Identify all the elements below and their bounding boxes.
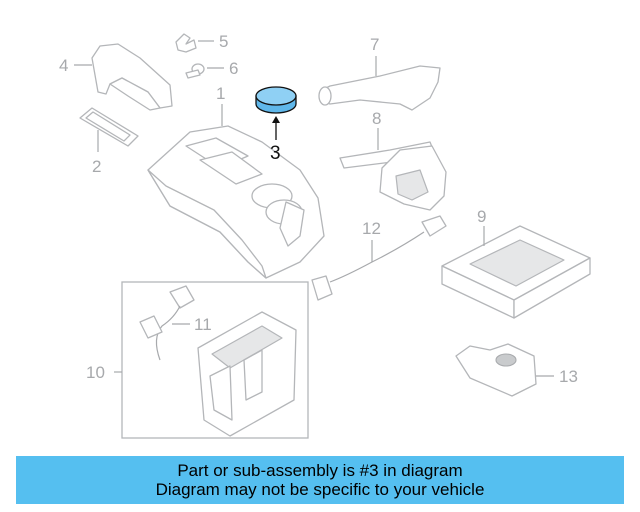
part-12-harness bbox=[311, 215, 447, 301]
caption-line-1: Part or sub-assembly is #3 in diagram bbox=[177, 461, 463, 480]
part-3-cap-highlighted bbox=[255, 86, 297, 140]
part-4-bracket bbox=[74, 43, 173, 111]
part-6-screw bbox=[185, 63, 224, 79]
callout-5: 5 bbox=[219, 32, 228, 51]
part-1-console bbox=[147, 104, 325, 279]
callout-1: 1 bbox=[216, 84, 225, 103]
part-2-pad bbox=[79, 107, 139, 152]
part-7-lever bbox=[318, 56, 441, 111]
callout-8: 8 bbox=[372, 109, 381, 128]
callout-13: 13 bbox=[559, 367, 578, 386]
caption-line-2: Diagram may not be specific to your vehi… bbox=[155, 480, 485, 499]
callout-6: 6 bbox=[229, 59, 238, 78]
part-11-plug bbox=[139, 285, 195, 361]
callout-3: 3 bbox=[270, 143, 281, 164]
part-5-clip bbox=[175, 33, 214, 53]
callout-4: 4 bbox=[59, 56, 68, 75]
callout-7: 7 bbox=[370, 35, 379, 54]
part-10-frame bbox=[114, 281, 309, 439]
callout-11: 11 bbox=[194, 315, 212, 334]
callout-9: 9 bbox=[477, 207, 486, 226]
callout-12: 12 bbox=[362, 219, 381, 238]
part-8-shifter bbox=[339, 128, 447, 211]
part-9-module bbox=[441, 225, 591, 319]
part-13-connector bbox=[455, 343, 554, 397]
parts-diagram: 4 5 6 2 1 3 7 bbox=[59, 32, 591, 439]
callout-10: 10 bbox=[86, 363, 105, 382]
caption-banner: Part or sub-assembly is #3 in diagram Di… bbox=[16, 456, 624, 504]
callout-2: 2 bbox=[92, 157, 101, 176]
